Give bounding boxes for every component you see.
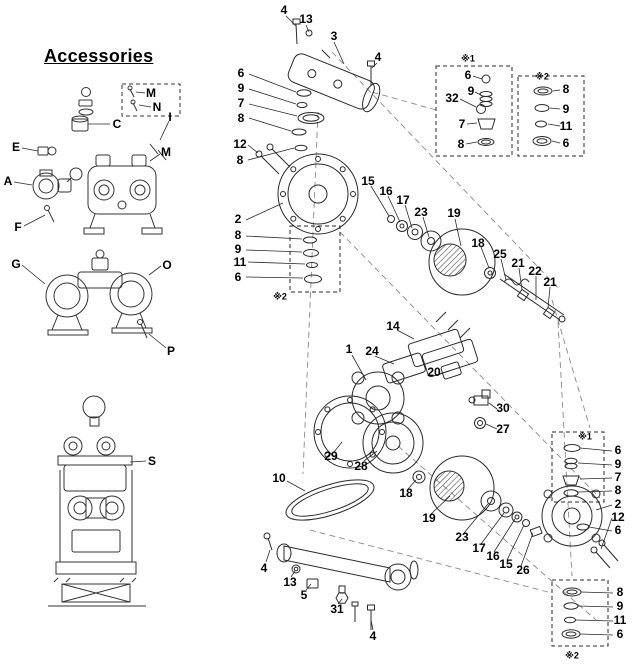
- bolt-p-drawing: [137, 319, 148, 339]
- seal-kit-bottom-right-drawing: [551, 579, 609, 647]
- plug-fitting-drawing: [474, 417, 486, 429]
- diaphragm-lower-drawing: [412, 455, 495, 521]
- air-chamber-bolts-drawing: [255, 143, 291, 175]
- accessories-drawings: [32, 83, 181, 607]
- main-leaders: [245, 15, 614, 636]
- elbow-fitting-drawing: [468, 389, 491, 406]
- seal-kit-box-2: [517, 75, 585, 157]
- pump-exploded-drawing: [255, 18, 619, 647]
- valve-kit-right-drawing: [551, 431, 605, 531]
- air-valve-assembly-drawing: [287, 18, 381, 113]
- valve-kit-box-1: [435, 65, 513, 157]
- pump-casting-right-drawing: [541, 485, 619, 569]
- callout-leader-lines: [13, 15, 614, 636]
- shaft-assembly-drawing: [499, 273, 566, 323]
- muffler-stack-drawing: [291, 89, 325, 152]
- seal-kit-left-drawing: [289, 225, 341, 293]
- accessories-title: Accessories: [44, 46, 154, 66]
- pilot-block-drawing: [440, 361, 462, 380]
- air-chamber-center-drawing: [362, 412, 424, 474]
- gasket-plate-drawing: [382, 352, 426, 384]
- part-e-drawing: [37, 146, 57, 156]
- outer-flange-drawing: [313, 395, 387, 469]
- accessory-leaders: [13, 91, 170, 463]
- diaphragm-disc-stack-upper: [387, 215, 496, 296]
- valve-plate-assembly-drawing: [407, 311, 479, 378]
- mn-kit-box: [121, 83, 181, 117]
- manifold-assembly-drawing: [263, 532, 419, 630]
- clamp-band-drawing: [285, 479, 375, 521]
- center-body-drawing: [351, 371, 405, 425]
- washer-13-part: [305, 29, 313, 37]
- disc-stack-lower-drawing: [480, 490, 543, 538]
- assembly-axis-lines: [302, 51, 601, 621]
- small-fittings-drawing: [78, 87, 94, 116]
- pump-assembly-g-drawing: [45, 249, 153, 336]
- pump-top-view-drawing: [83, 143, 167, 235]
- regulator-assembly-drawing: [32, 167, 83, 223]
- stand-assembly-drawing: [48, 395, 146, 607]
- outer-air-chamber-drawing: [277, 153, 359, 235]
- part-c-drawing: [71, 115, 89, 132]
